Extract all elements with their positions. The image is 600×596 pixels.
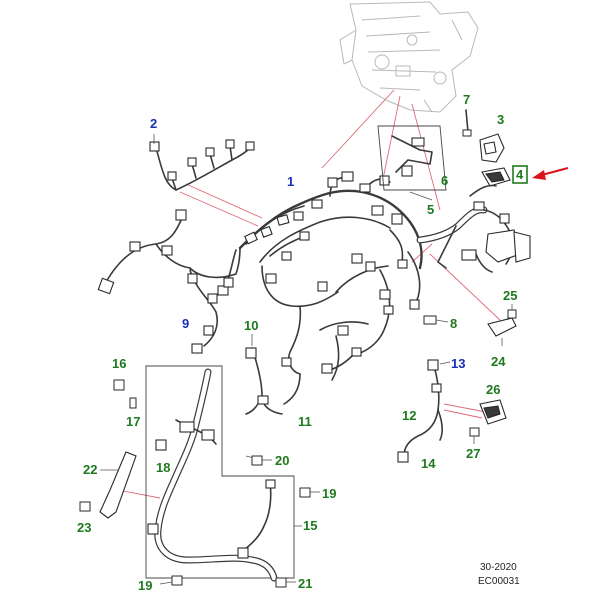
- callout-22: 22: [83, 462, 97, 477]
- callout-13: 13: [451, 356, 465, 371]
- callout-16: 16: [112, 356, 126, 371]
- callout-2: 2: [150, 116, 157, 131]
- bolt-8: [423, 315, 449, 325]
- stud-7: [462, 109, 472, 137]
- callout-10: 10: [244, 318, 258, 333]
- part-3: [479, 133, 505, 163]
- callout-15: 15: [303, 518, 317, 533]
- highlight-arrow: [532, 167, 569, 180]
- harness-10: [245, 334, 283, 415]
- reference-code-line1: 30-2020: [480, 562, 517, 573]
- callout-1: 1: [287, 174, 294, 189]
- callout-19-right: 19: [322, 486, 336, 501]
- callout-4-highlight-box: 4: [512, 165, 528, 184]
- callout-7: 7: [463, 92, 470, 107]
- callout-27: 27: [466, 446, 480, 461]
- callout-25: 25: [503, 288, 517, 303]
- callout-17: 17: [126, 414, 140, 429]
- bracket-assembly: [377, 125, 447, 201]
- callout-12: 12: [402, 408, 416, 423]
- harness-12: [397, 359, 451, 463]
- callout-9: 9: [182, 316, 189, 331]
- engine-leader-lines: [117, 89, 501, 499]
- bracket-22: [99, 451, 137, 519]
- part-4: [481, 167, 511, 187]
- engine-block-illustration: [339, 1, 479, 113]
- callout-14: 14: [421, 456, 436, 471]
- fastener-bolts: [79, 379, 320, 588]
- left-harness: [97, 209, 241, 354]
- main-engine-harness: [217, 171, 423, 405]
- callout-6: 6: [441, 173, 448, 188]
- callout-11: 11: [298, 414, 312, 429]
- callout-19-bottom: 19: [138, 578, 152, 593]
- callout-26: 26: [486, 382, 500, 397]
- callout-18: 18: [156, 460, 170, 475]
- callout-23: 23: [77, 520, 91, 535]
- reference-code-line2: EC00031: [478, 576, 520, 587]
- callout-24: 24: [491, 354, 506, 369]
- callout-5: 5: [427, 202, 434, 217]
- lower-harness-box: [145, 365, 302, 582]
- callout-3: 3: [497, 112, 504, 127]
- callout-8: 8: [450, 316, 457, 331]
- callout-labels: 1 2 3 4 5 6 7 8 9 10 11 12 13 14 15 16 1…: [77, 92, 528, 593]
- bracket-24-25: [487, 304, 517, 346]
- sensor-26-27: [469, 399, 507, 444]
- callout-20: 20: [275, 453, 289, 468]
- injector-harness-2: [149, 134, 255, 191]
- callout-4: 4: [516, 167, 524, 182]
- callout-21: 21: [298, 576, 312, 591]
- right-harness: [416, 184, 531, 273]
